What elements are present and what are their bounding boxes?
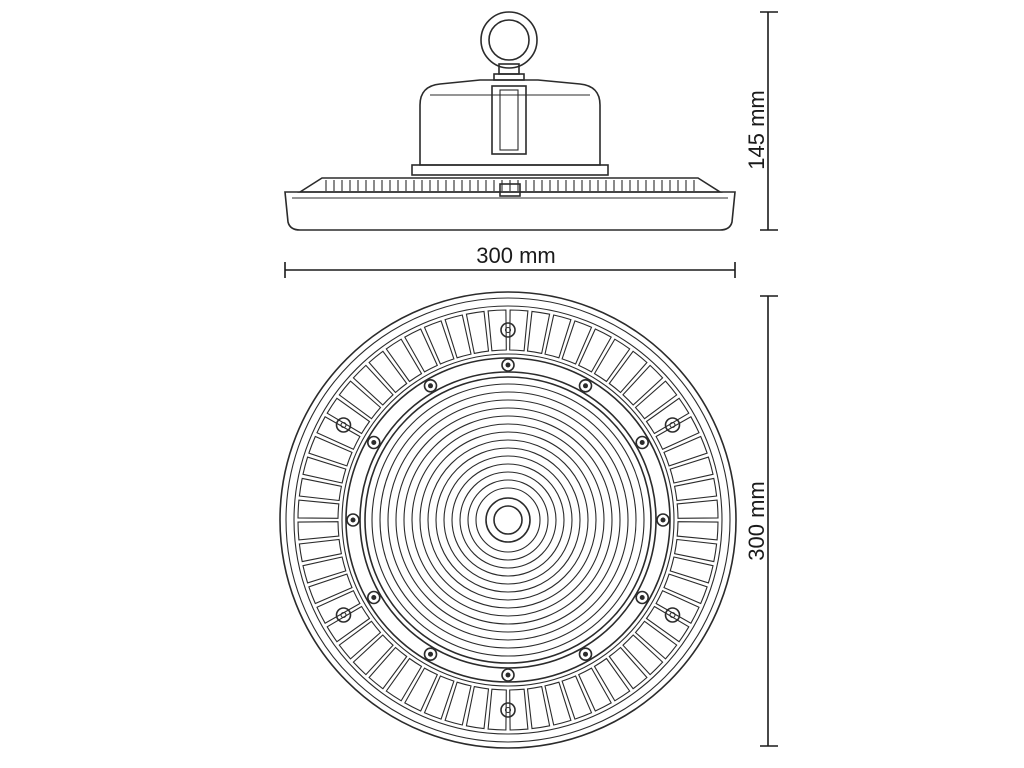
- width-dimension: 300 mm: [284, 243, 736, 278]
- height-dimension: 145 mm: [744, 11, 778, 231]
- diameter-dimension: 300 mm: [744, 295, 778, 747]
- heat-sink: [297, 177, 723, 193]
- top-view: [279, 291, 737, 749]
- fin-ring: [297, 309, 719, 731]
- fresnel-lens: [371, 383, 645, 657]
- diameter-dimension-label: 300 mm: [744, 481, 769, 560]
- outer-screws: [335, 322, 681, 718]
- hanging-ring: [480, 11, 538, 81]
- side-view: [284, 11, 736, 231]
- center-cap: [485, 497, 531, 543]
- inner-screws: [346, 358, 670, 682]
- lamp-base: [284, 183, 736, 231]
- width-dimension-label: 300 mm: [476, 243, 555, 268]
- driver-housing: [411, 79, 609, 176]
- height-dimension-label: 145 mm: [744, 90, 769, 169]
